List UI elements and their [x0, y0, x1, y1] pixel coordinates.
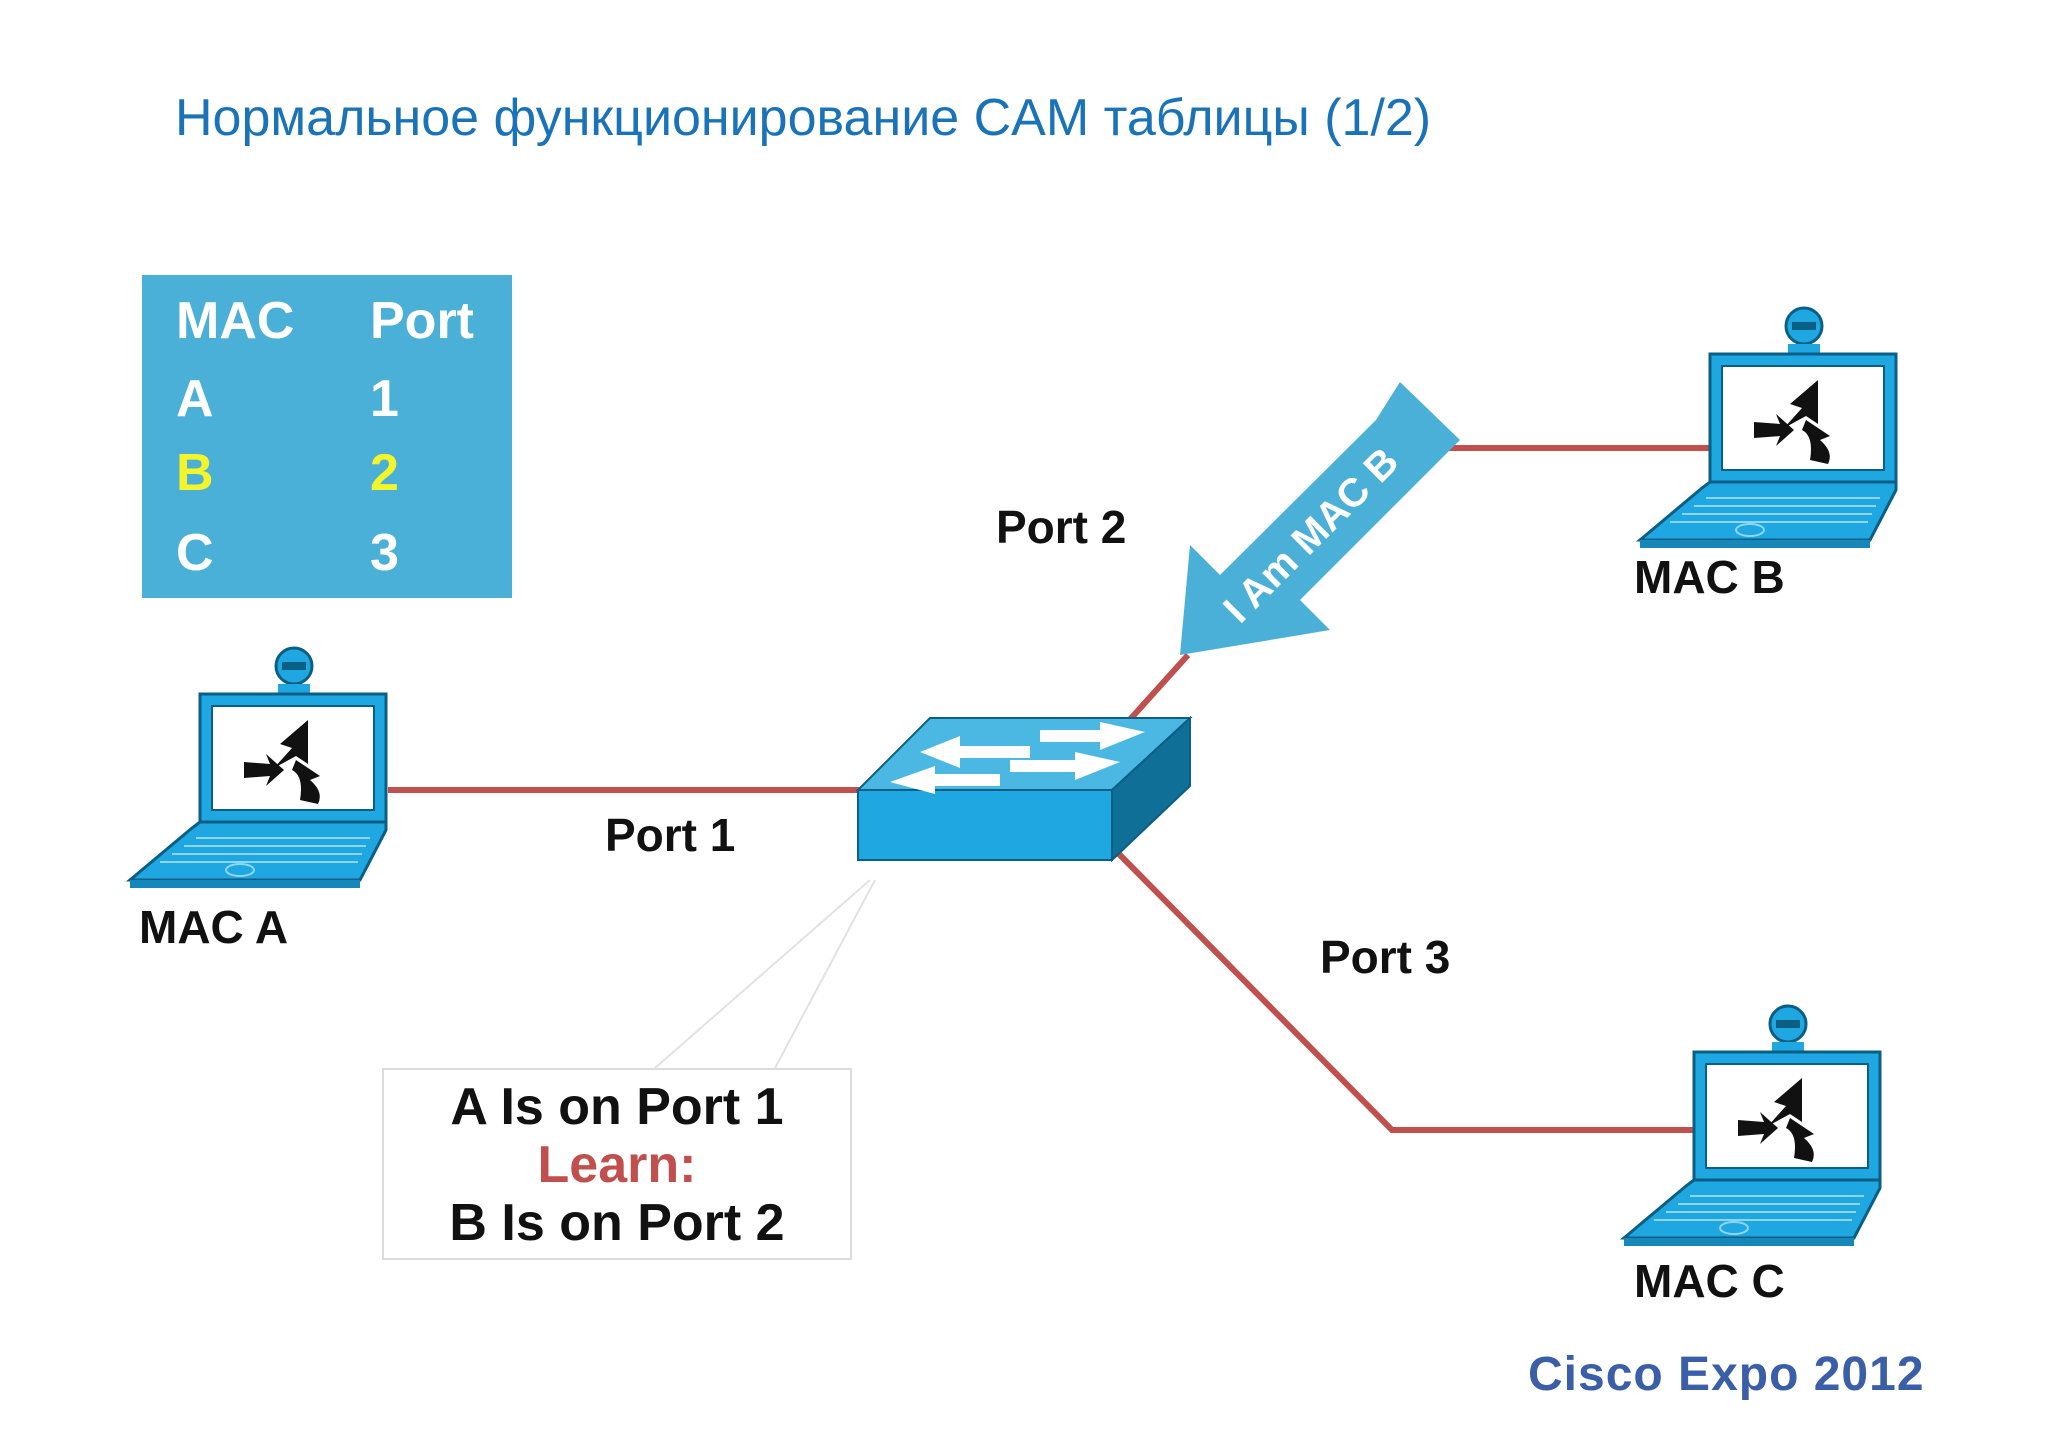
laptop-icon-mac-c	[1622, 1004, 1882, 1248]
frame-arrow	[1180, 382, 1460, 655]
host-label-mac-c: MAC C	[1634, 1255, 1785, 1307]
host-label-mac-a: MAC A	[139, 901, 289, 953]
cam-header-mac: MAC	[176, 292, 295, 350]
callout-line-3: B Is on Port 2	[449, 1194, 785, 1252]
host-label-mac-b: MAC B	[1634, 551, 1785, 603]
cam-row-port-highlighted: 2	[370, 444, 399, 502]
laptop-icon-mac-a	[128, 646, 388, 890]
link-port-2	[1122, 652, 1191, 728]
cam-row-mac: C	[176, 524, 214, 582]
cam-row-port: 3	[370, 524, 399, 582]
cam-row-mac-highlighted: B	[176, 444, 214, 502]
callout-line-2: Learn:	[537, 1136, 697, 1194]
callout-line-1: A Is on Port 1	[450, 1078, 784, 1136]
port-label-2: Port 2	[996, 501, 1127, 553]
slide-title: Нормальное функционирование CAM таблицы …	[175, 89, 1432, 147]
laptop-icon-mac-b	[1638, 306, 1898, 550]
brand-logo-text: Cisco Expo 2012	[1528, 1348, 1925, 1401]
cam-header-port: Port	[370, 292, 474, 350]
cam-row-port: 1	[370, 370, 399, 428]
learning-callout: A Is on Port 1 Learn: B Is on Port 2	[382, 1068, 852, 1260]
cam-table: MAC Port A 1 B 2 C 3	[142, 275, 512, 598]
port-label-1: Port 1	[605, 809, 736, 861]
cam-row-mac: A	[176, 370, 214, 428]
callout-pointer	[654, 879, 876, 1069]
port-label-3: Port 3	[1320, 931, 1451, 983]
switch-icon	[855, 715, 1193, 863]
link-port-3	[1112, 847, 1694, 1133]
network-links	[388, 445, 1710, 1133]
frame-arrow-label: I Am MAC B	[1215, 439, 1407, 631]
